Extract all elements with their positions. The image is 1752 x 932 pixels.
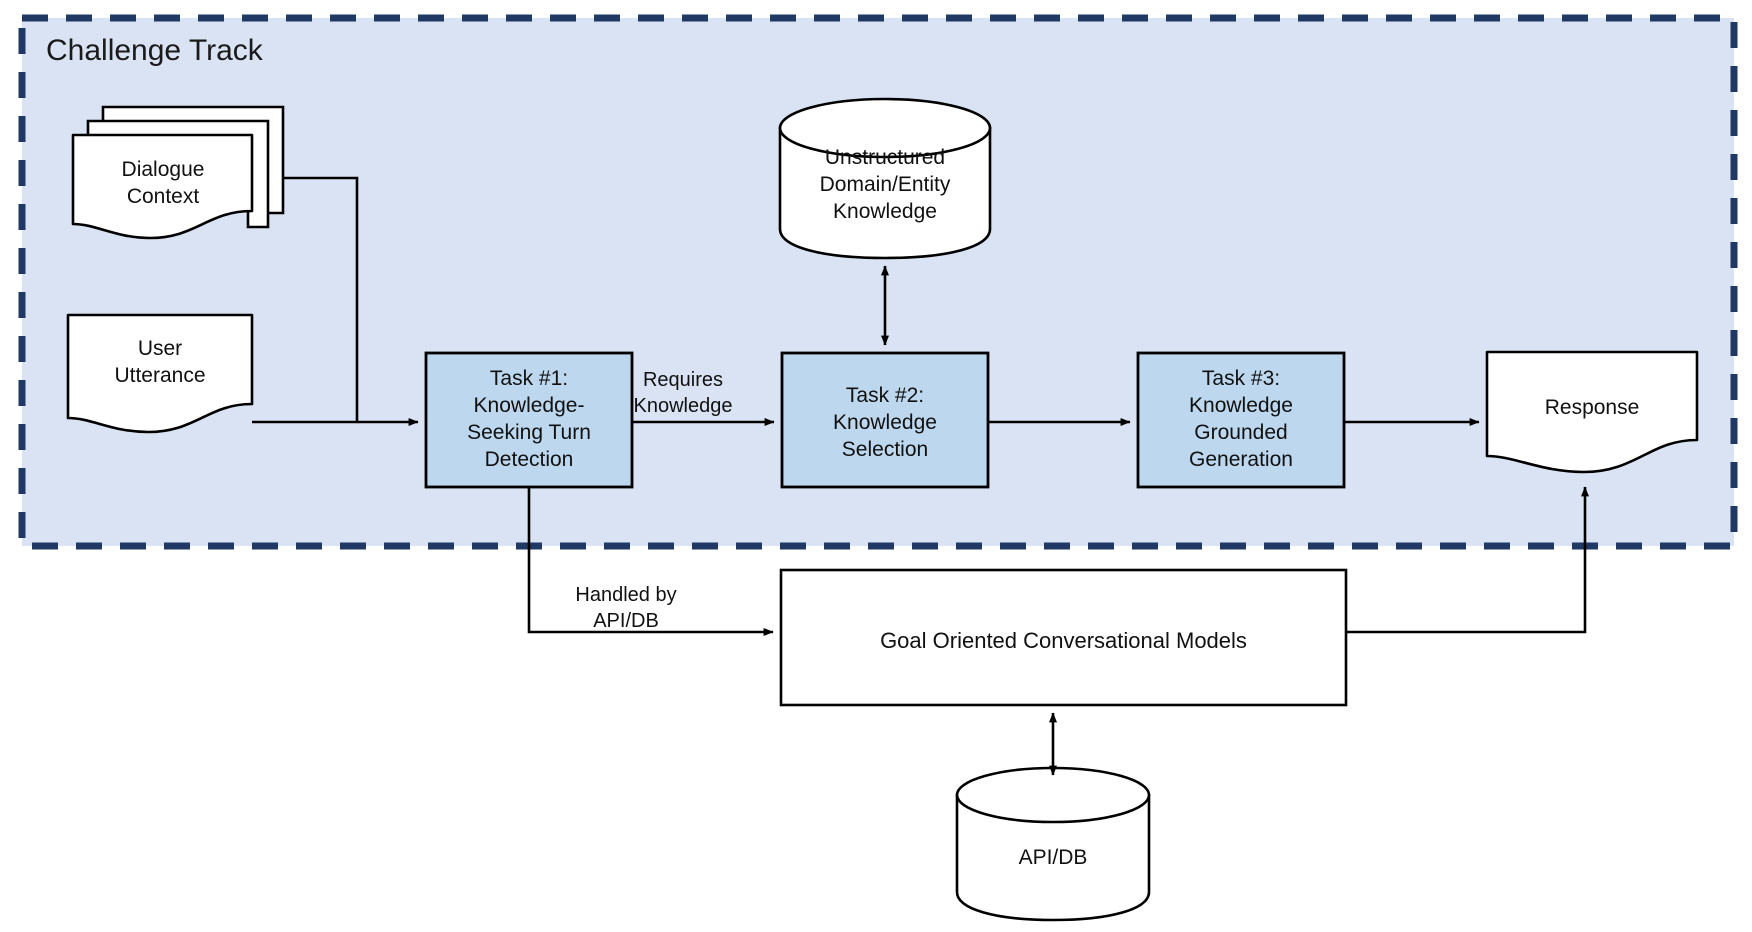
task2-shape — [780, 351, 990, 489]
user-utterance-shape — [66, 313, 254, 434]
api-db-shape — [955, 766, 1151, 922]
goal-oriented-models-shape — [779, 568, 1348, 707]
task1-shape — [424, 351, 634, 489]
response-shape — [1485, 350, 1699, 474]
unstructured-knowledge-shape — [778, 97, 992, 260]
edge-dialogue-context-to-task1 — [283, 176, 359, 422]
edge-goal-oriented-models-to-response — [1346, 486, 1589, 634]
task3-shape — [1136, 351, 1346, 489]
edge-task1-to-goal-oriented-models — [527, 487, 774, 636]
dialogue-context-shape — [71, 105, 285, 240]
